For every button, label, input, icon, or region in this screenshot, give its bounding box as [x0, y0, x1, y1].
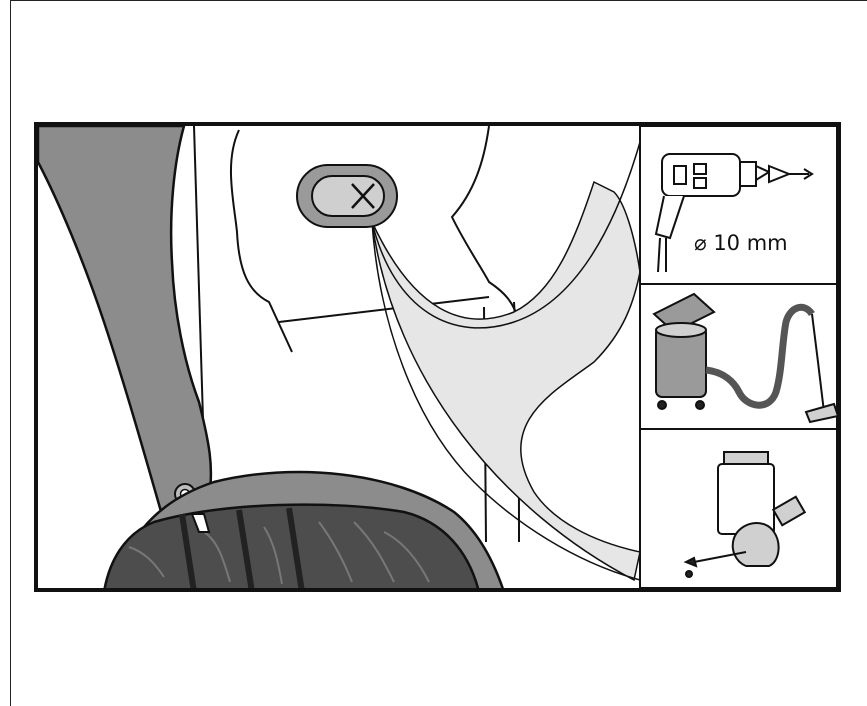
drain-plug: [297, 165, 397, 227]
tool-panels: ⌀ 10 mm: [640, 126, 838, 588]
drill-diameter-label: ⌀ 10 mm: [694, 231, 788, 255]
installation-diagram: ⌀ 10 mm: [34, 122, 841, 592]
